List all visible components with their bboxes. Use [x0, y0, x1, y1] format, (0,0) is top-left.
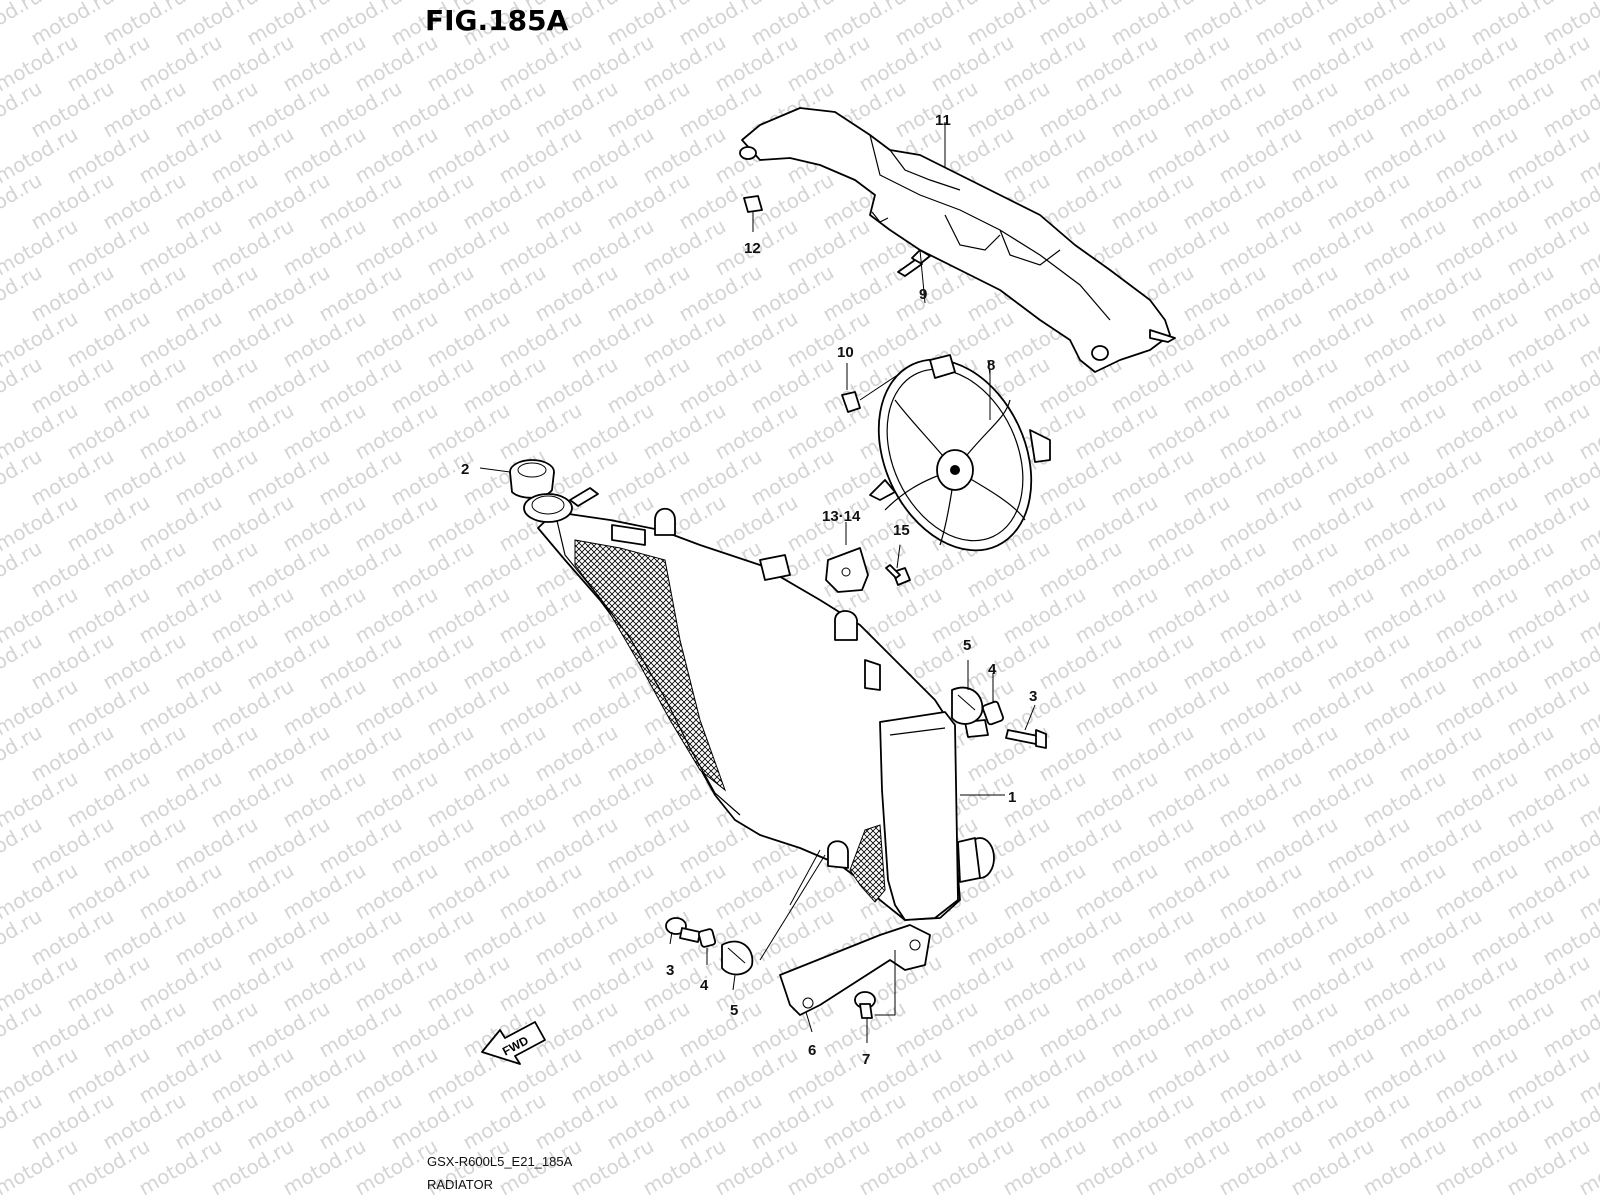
figure-title: FIG.185A	[425, 4, 569, 37]
bolt-part-15	[885, 564, 911, 586]
bolt-part-7	[854, 950, 896, 1019]
callout-9: 9	[919, 286, 927, 303]
callout-3-lower: 3	[666, 962, 674, 979]
air-duct-part-11	[739, 107, 1176, 373]
lower-bracket-part-6	[759, 849, 931, 1016]
callout-13-14: 13·14	[822, 508, 861, 525]
radiator-cap-part-2	[509, 459, 555, 499]
callout-3-upper: 3	[1029, 688, 1037, 705]
bracket-part-13-14	[825, 522, 869, 593]
collar-part-4-upper	[982, 700, 1004, 726]
callout-labels: 1 2 3 3 4 4 5 5 6 7 8 9 10 11 12 13·14 1…	[461, 112, 1037, 1068]
callout-4-upper: 4	[988, 661, 997, 678]
callout-1: 1	[1008, 789, 1016, 806]
cooling-fan-part-8	[869, 354, 1051, 552]
callout-4-lower: 4	[700, 977, 709, 994]
grommet-part-5-upper	[951, 686, 984, 725]
forward-direction-arrow-icon: FWD	[481, 1021, 546, 1065]
callout-12: 12	[744, 240, 761, 257]
callout-15: 15	[893, 522, 910, 539]
pad-part-12	[743, 195, 763, 232]
callout-5-lower: 5	[730, 1002, 738, 1019]
radiator-core-part-1	[523, 487, 1005, 921]
collar-part-4-lower	[697, 928, 717, 948]
callout-11: 11	[935, 112, 951, 129]
callout-6: 6	[808, 1042, 816, 1059]
leader-lines	[479, 122, 1036, 1043]
bolt-part-3-upper	[1005, 729, 1047, 749]
model-code-caption: GSX-R600L5_E21_185A	[427, 1154, 573, 1169]
callout-2: 2	[461, 461, 469, 478]
callout-7: 7	[862, 1051, 870, 1068]
callout-8: 8	[987, 357, 995, 374]
section-name-caption: RADIATOR	[427, 1177, 493, 1192]
bolt-part-3-lower	[665, 917, 701, 943]
callout-10: 10	[837, 344, 854, 361]
grommet-part-5-lower	[721, 940, 754, 976]
callout-5-upper: 5	[963, 637, 971, 654]
watermark-text: motod.ru	[1575, 0, 1600, 4]
